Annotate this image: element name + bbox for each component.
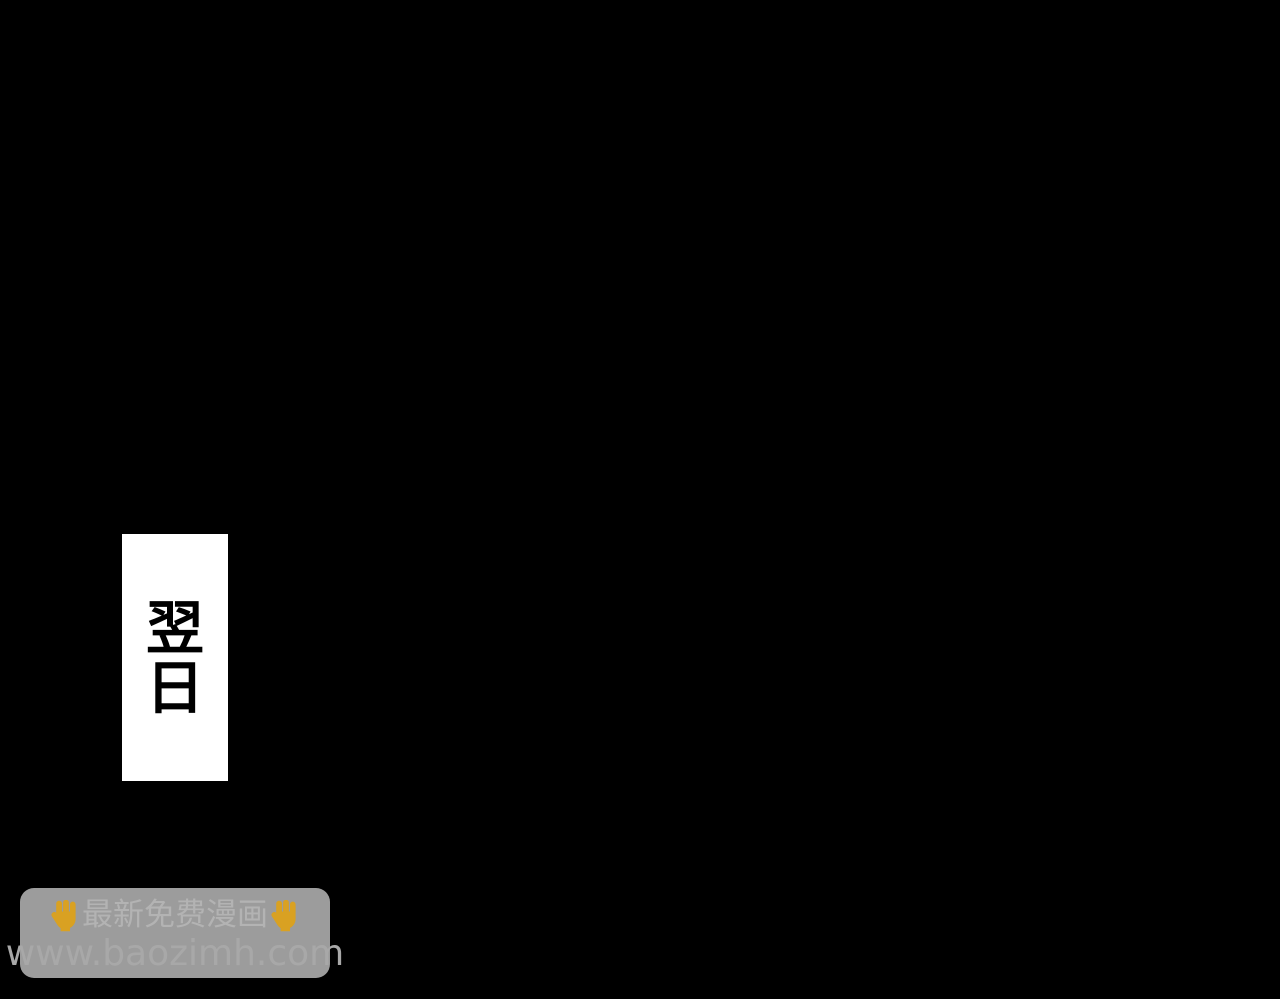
pointing-down-hand-icon-left [50, 900, 80, 932]
caption-character-2: 日 [145, 653, 204, 722]
caption-vertical-text: 翌 日 [122, 534, 228, 781]
caption-character-1: 翌 [145, 593, 204, 662]
watermark-url-text: www.baozimh.com [5, 933, 345, 974]
watermark-promo-line: 最新免费漫画 [20, 893, 330, 937]
watermark-url-line: www.baozimh.com [6, 934, 345, 974]
watermark-promo-text: 最新免费漫画 [82, 896, 268, 933]
watermark-badge: 最新免费漫画 www.baozimh.com [6, 888, 345, 978]
caption-panel: 翌 日 [122, 534, 228, 781]
pointing-down-hand-icon-right [270, 900, 300, 932]
